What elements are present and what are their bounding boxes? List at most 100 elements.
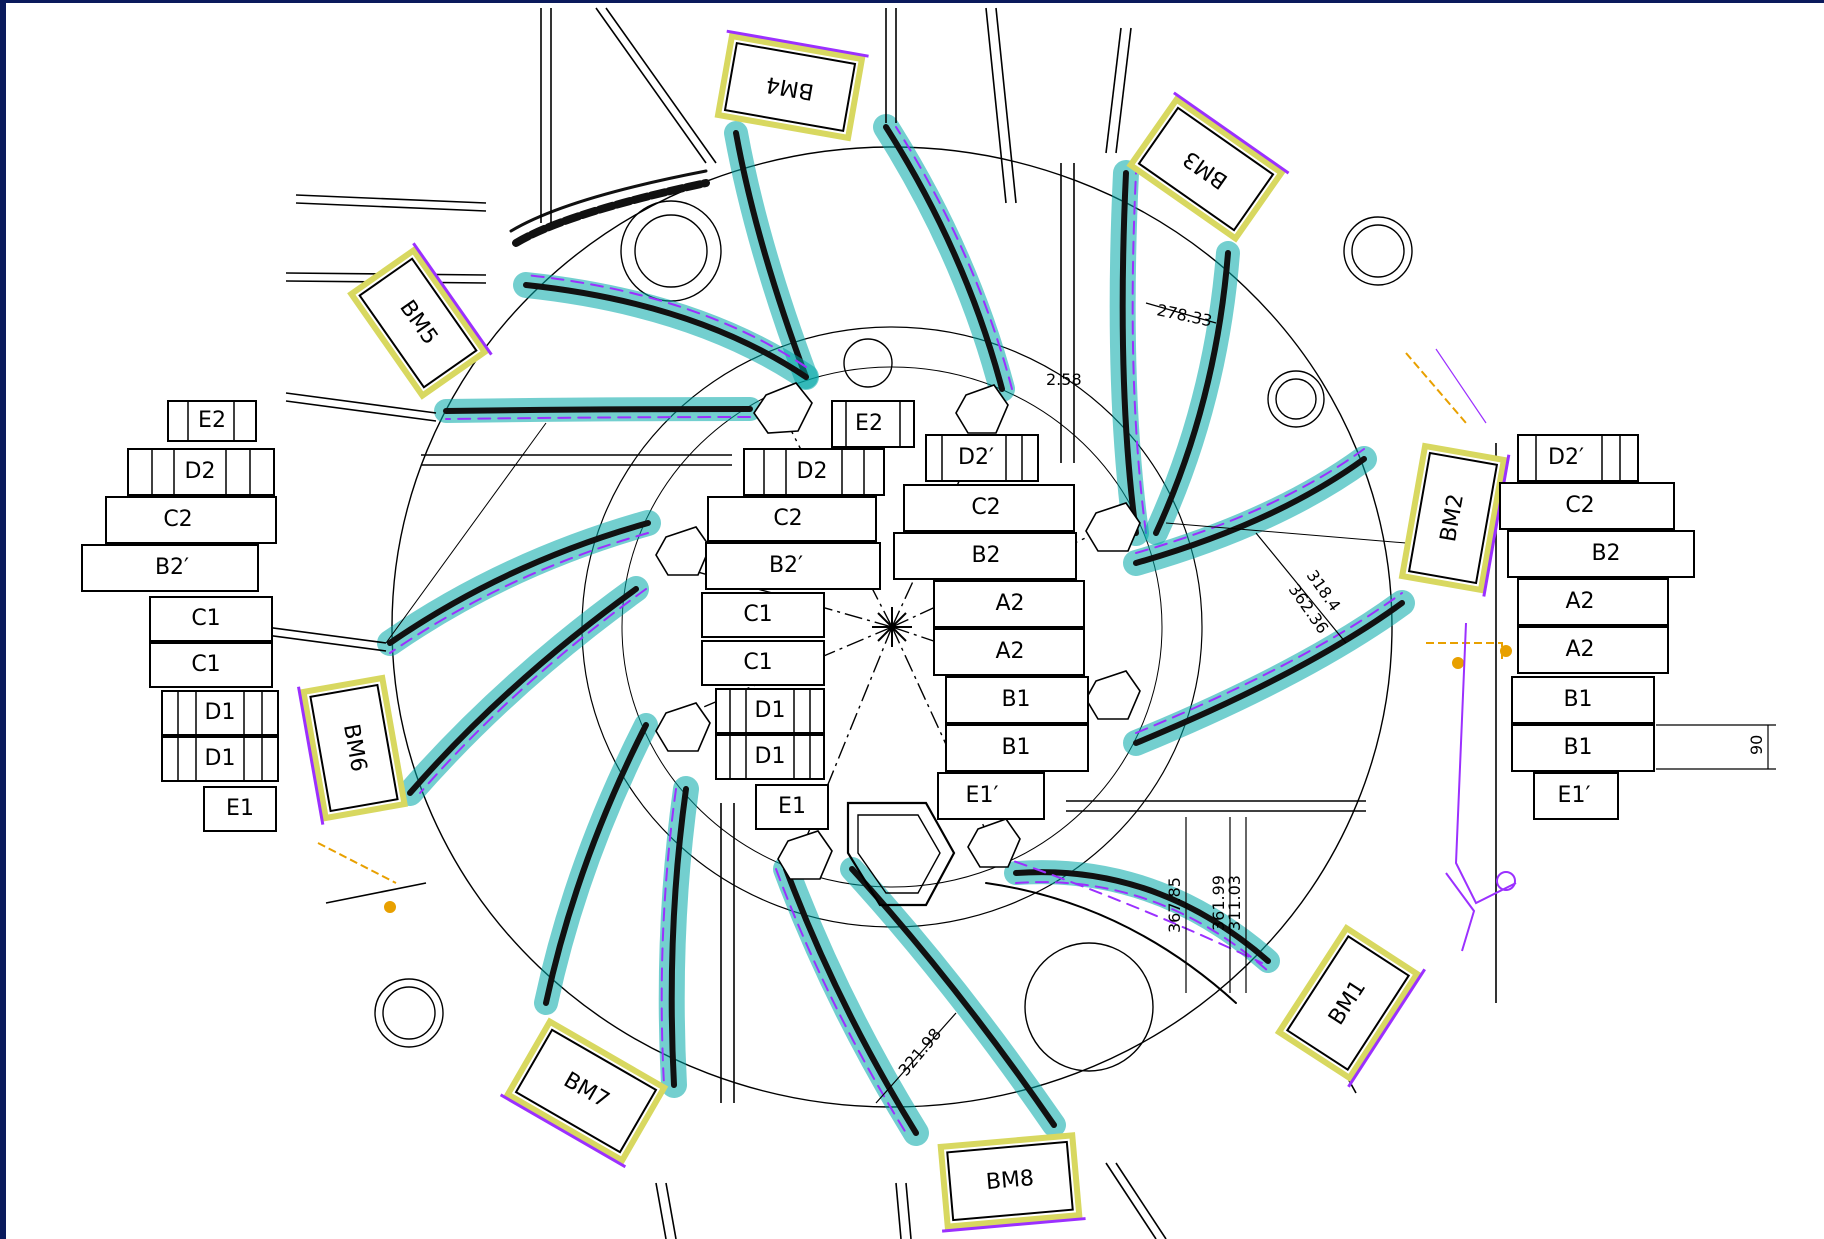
- block-label: B1: [1563, 735, 1592, 760]
- block-label: C2: [971, 495, 1000, 520]
- block-label: A2: [995, 639, 1024, 664]
- drawing-canvas: BM1 BM2 BM3 BM4 BM5 BM6 BM7 BM8 E2 D2 C2…: [6, 3, 1824, 1239]
- block-d2p-cr: D2′: [925, 434, 1039, 482]
- block-label: A2: [1565, 637, 1594, 662]
- block-label: C1: [191, 652, 220, 677]
- block-label: C1: [191, 606, 220, 631]
- block-e2-cl: E2: [831, 400, 915, 448]
- block-b2p-left: B2′: [81, 544, 259, 592]
- block-label: E2: [855, 411, 883, 436]
- block-label: E1: [226, 796, 254, 821]
- housing-bm3: [1126, 91, 1290, 243]
- block-d1a-left: D1: [161, 690, 279, 736]
- block-label: B1: [1001, 687, 1030, 712]
- block-a2a-cr: A2: [933, 580, 1085, 628]
- block-b1b-cr: B1: [945, 724, 1089, 772]
- block-label: B2′: [769, 553, 803, 578]
- block-c1a-cl: C1: [701, 592, 825, 638]
- spiral-arms: [377, 114, 1415, 1146]
- center-left-block-stack: E2 D2 C2 B2′ C1 C1 D1 D1 E1: [701, 400, 915, 830]
- arm-2: [1123, 446, 1415, 756]
- block-label: C1: [743, 650, 772, 675]
- block-d1b-cl: D1: [715, 734, 825, 780]
- block-a2b-right: A2: [1517, 626, 1669, 674]
- block-label: C2: [163, 507, 192, 532]
- arm-3: [1109, 160, 1240, 546]
- block-label: B2: [971, 543, 1000, 568]
- dim-32198: 321.98: [895, 1024, 946, 1079]
- block-e1p-cr: E1′: [937, 772, 1045, 820]
- block-d2p-right: D2′: [1517, 434, 1639, 482]
- arm-1: [985, 860, 1280, 1004]
- arm-5: [509, 121, 819, 390]
- frame-lines: [235, 7, 1497, 1239]
- housing-bm1: [1274, 923, 1426, 1088]
- block-c1b-left: C1: [149, 642, 273, 688]
- dim-278: 278.33: [1155, 300, 1214, 330]
- block-c2-cr: C2: [903, 484, 1075, 532]
- block-e1-left: E1: [203, 786, 277, 832]
- block-a2b-cr: A2: [933, 628, 1085, 676]
- block-c2-cl: C2: [707, 496, 877, 542]
- block-label: A2: [1565, 589, 1594, 614]
- block-label: A2: [995, 591, 1024, 616]
- block-d2-cl: D2: [743, 448, 885, 496]
- dimension-lines: [875, 302, 1776, 1104]
- block-e2-left: E2: [167, 400, 257, 442]
- block-label: B1: [1563, 687, 1592, 712]
- block-d1a-cl: D1: [715, 688, 825, 734]
- block-b2-right: B2: [1507, 530, 1695, 578]
- block-label: D2′: [1548, 445, 1584, 470]
- block-label: B2: [1591, 541, 1620, 566]
- block-b2-cr: B2: [893, 532, 1077, 580]
- dim-36785: 367.85: [1165, 877, 1184, 933]
- block-a2a-right: A2: [1517, 578, 1669, 626]
- block-b1b-right: B1: [1511, 724, 1655, 772]
- housing-bm6: [297, 674, 408, 825]
- block-label: B2′: [155, 555, 189, 580]
- center-mark: [872, 607, 912, 647]
- block-label: C2: [1565, 493, 1594, 518]
- arm-8: [534, 713, 699, 1098]
- housing-bm8: [937, 1132, 1086, 1233]
- block-label: D2: [185, 459, 216, 484]
- dim-90: 90: [1747, 735, 1766, 755]
- block-b1a-cr: B1: [945, 676, 1089, 724]
- arm-7: [377, 510, 661, 806]
- block-label: D1: [205, 700, 236, 725]
- dim-31103: 311.03: [1225, 875, 1244, 931]
- center-right-block-stack: D2′ C2 B2 A2 A2 B1 B1 E1′: [893, 434, 1089, 820]
- block-label: D1: [755, 698, 786, 723]
- block-label: E2: [198, 408, 226, 433]
- block-c1b-cl: C1: [701, 640, 825, 686]
- block-label: C1: [743, 602, 772, 627]
- label-bm8: BM8: [985, 1166, 1035, 1195]
- housing-bm4: [714, 29, 869, 142]
- hex-nodes: [655, 382, 1141, 880]
- block-label: E1′: [966, 783, 999, 808]
- block-c2-right: C2: [1499, 482, 1675, 530]
- housing-bm7: [499, 1017, 669, 1169]
- dim-258: 2.58: [1046, 370, 1082, 389]
- block-label: C2: [773, 506, 802, 531]
- arm-6: [434, 397, 762, 423]
- block-label: B1: [1001, 735, 1030, 760]
- arm-9: [773, 856, 1066, 1146]
- block-c1a-left: C1: [149, 596, 273, 642]
- right-block-stack: D2′ C2 B2 A2 A2 B1 B1 E1′: [1499, 434, 1695, 820]
- housing-bm5: [347, 242, 493, 400]
- center-housing: [846, 801, 956, 907]
- left-block-stack: E2 D2 C2 B2′ C1 C1 D1 D1 E1: [81, 400, 279, 832]
- block-label: D1: [755, 744, 786, 769]
- block-c2-left: C2: [105, 496, 277, 544]
- dim-36199: 361.99: [1209, 875, 1228, 931]
- block-label: E1′: [1558, 783, 1591, 808]
- housing-bm2: [1398, 442, 1511, 597]
- block-b1a-right: B1: [1511, 676, 1655, 724]
- cad-drawing: BM1 BM2 BM3 BM4 BM5 BM6 BM7 BM8 E2 D2 C2…: [81, 7, 1776, 1239]
- block-label: D1: [205, 746, 236, 771]
- block-d1b-left: D1: [161, 736, 279, 782]
- block-label: D2: [797, 459, 828, 484]
- block-label: E1: [778, 794, 806, 819]
- block-e1p-right: E1′: [1533, 772, 1619, 820]
